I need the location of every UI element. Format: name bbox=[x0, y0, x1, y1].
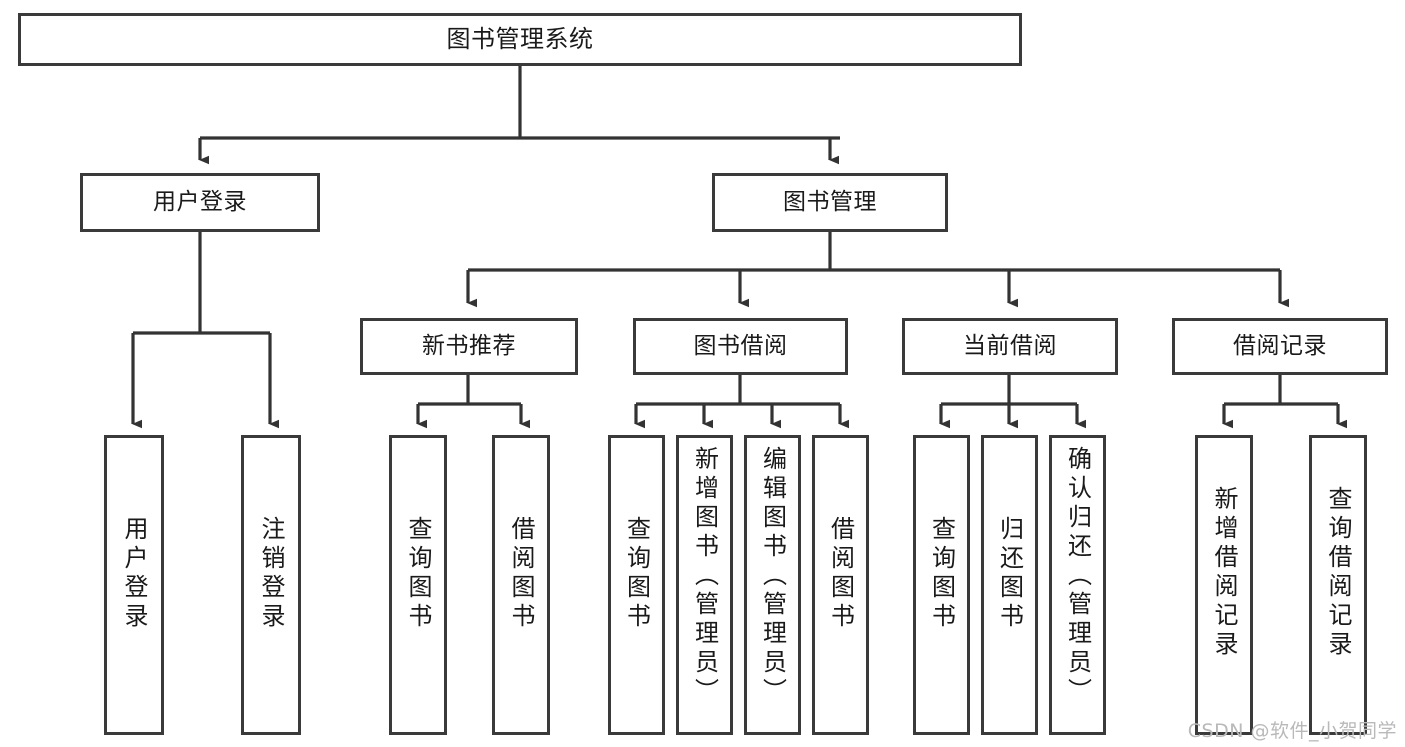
node-label: 查询图书 bbox=[927, 516, 956, 632]
node-leaf-confirm-return-admin[interactable]: 确认归还（管理员） bbox=[1049, 435, 1106, 735]
node-label: 归还图书 bbox=[995, 516, 1024, 632]
node-label: 借阅图书 bbox=[507, 516, 535, 632]
node-label: 新增图书（管理员） bbox=[690, 446, 719, 707]
node-label: 用户登录 bbox=[120, 516, 148, 632]
node-leaf-query-book-2[interactable]: 查询图书 bbox=[608, 435, 665, 735]
node-leaf-return-book[interactable]: 归还图书 bbox=[981, 435, 1038, 735]
node-new-book-recommend[interactable]: 新书推荐 bbox=[360, 318, 578, 375]
node-leaf-logout-login[interactable]: 注销登录 bbox=[241, 435, 301, 735]
csdn-watermark: CSDN @软件_小贺同学 bbox=[1187, 720, 1397, 742]
node-label: 新增借阅记录 bbox=[1210, 486, 1238, 660]
node-label: 图书管理系统 bbox=[446, 25, 594, 54]
node-leaf-borrow-book-1[interactable]: 借阅图书 bbox=[492, 435, 550, 735]
node-leaf-add-borrow-record[interactable]: 新增借阅记录 bbox=[1195, 435, 1253, 735]
node-leaf-edit-book-admin[interactable]: 编辑图书（管理员） bbox=[744, 435, 801, 735]
node-label: 借阅记录 bbox=[1233, 332, 1327, 359]
node-book-management[interactable]: 图书管理 bbox=[712, 173, 948, 232]
node-leaf-query-borrow-record[interactable]: 查询借阅记录 bbox=[1309, 435, 1367, 735]
node-root-book-management-system[interactable]: 图书管理系统 bbox=[18, 13, 1022, 66]
node-user-login[interactable]: 用户登录 bbox=[80, 173, 320, 232]
node-leaf-borrow-book-2[interactable]: 借阅图书 bbox=[812, 435, 869, 735]
node-label: 借阅图书 bbox=[826, 516, 855, 632]
node-label: 查询借阅记录 bbox=[1324, 486, 1352, 660]
node-leaf-query-book-1[interactable]: 查询图书 bbox=[389, 435, 447, 735]
node-label: 编辑图书（管理员） bbox=[758, 446, 787, 707]
node-label: 查询图书 bbox=[404, 516, 432, 632]
node-label: 确认归还（管理员） bbox=[1063, 446, 1092, 707]
node-book-borrow[interactable]: 图书借阅 bbox=[633, 318, 848, 375]
node-label: 当前借阅 bbox=[963, 332, 1057, 359]
node-leaf-user-login[interactable]: 用户登录 bbox=[104, 435, 164, 735]
node-label: 图书管理 bbox=[783, 188, 877, 215]
node-borrow-record[interactable]: 借阅记录 bbox=[1172, 318, 1388, 375]
node-label: 用户登录 bbox=[153, 188, 247, 215]
node-label: 注销登录 bbox=[257, 516, 285, 632]
node-leaf-query-book-3[interactable]: 查询图书 bbox=[913, 435, 970, 735]
node-current-borrow[interactable]: 当前借阅 bbox=[902, 318, 1118, 375]
node-label: 图书借阅 bbox=[693, 332, 788, 359]
node-leaf-add-book-admin[interactable]: 新增图书（管理员） bbox=[676, 435, 733, 735]
node-label: 新书推荐 bbox=[422, 332, 516, 359]
node-label: 查询图书 bbox=[622, 516, 651, 632]
